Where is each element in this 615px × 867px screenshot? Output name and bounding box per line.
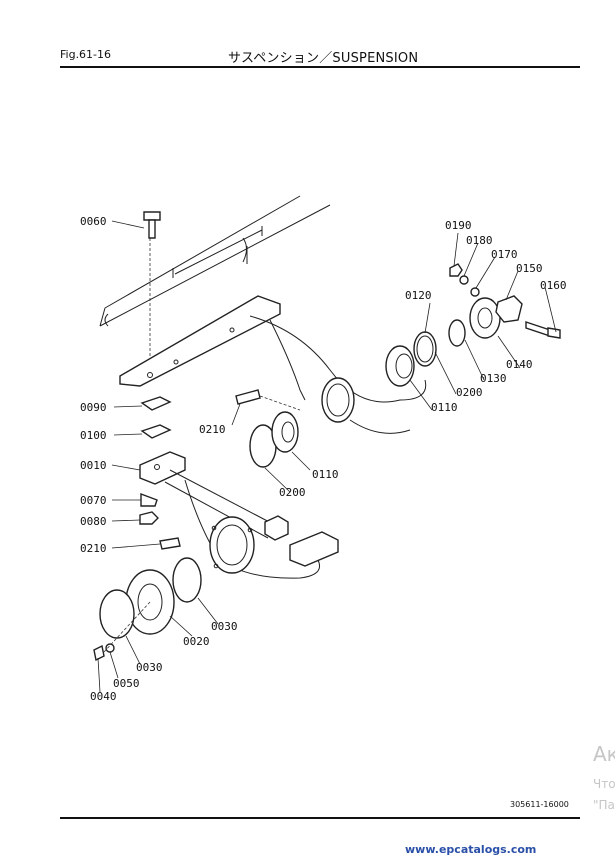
- overlay-text-2: Что: [593, 777, 615, 791]
- figure-number: Fig.61-16: [60, 48, 112, 61]
- callout-0130: 0130: [480, 372, 507, 385]
- callout-0160: 0160: [540, 279, 567, 292]
- callout-0030-left: 0030: [136, 661, 163, 674]
- callout-0170: 0170: [491, 248, 518, 261]
- header-rule: [60, 66, 580, 68]
- seal-parts-middle: [235, 389, 301, 468]
- frame-rail: [99, 195, 331, 370]
- overlay-text-1: Ак: [593, 742, 615, 766]
- callout-0040: 0040: [90, 690, 117, 703]
- callout-0110: 0110: [431, 401, 458, 414]
- callout-0070: 0070: [80, 494, 107, 507]
- callout-0210-upper: 0210: [199, 423, 226, 436]
- callout-0150: 0150: [516, 262, 543, 275]
- callout-0180: 0180: [466, 234, 493, 247]
- leader-lines: [97, 220, 557, 693]
- page-title: サスペンション／SUSPENSION: [228, 51, 419, 66]
- callout-0120: 0120: [405, 289, 432, 302]
- callout-0080: 0080: [80, 515, 107, 528]
- axle-housing: [119, 295, 427, 434]
- callout-0210-lower: 0210: [80, 542, 107, 555]
- callout-0200: 0200: [456, 386, 483, 399]
- callout-0050: 0050: [113, 677, 140, 690]
- cross-member: [139, 451, 339, 579]
- callout-0020: 0020: [183, 635, 210, 648]
- callout-0140: 0140: [506, 358, 533, 371]
- flange-parts: [93, 211, 202, 662]
- site-watermark: www.epcatalogs.com: [405, 843, 537, 856]
- callout-0110-lower: 0110: [312, 468, 339, 481]
- callout-labels: 0060 0190 0180 0170 0150 0160 0120 0140 …: [80, 215, 567, 703]
- callout-0010: 0010: [80, 459, 107, 472]
- document-number: 305611-16000: [510, 800, 569, 809]
- callout-0030-right: 0030: [211, 620, 238, 633]
- callout-0060: 0060: [80, 215, 107, 228]
- hub-parts: [385, 263, 561, 387]
- overlay-text-3: "Па: [593, 798, 615, 812]
- footer-rule: [60, 817, 580, 819]
- callout-0090: 0090: [80, 401, 107, 414]
- callout-0190: 0190: [445, 219, 472, 232]
- callout-0200-lower: 0200: [279, 486, 306, 499]
- callout-0100: 0100: [80, 429, 107, 442]
